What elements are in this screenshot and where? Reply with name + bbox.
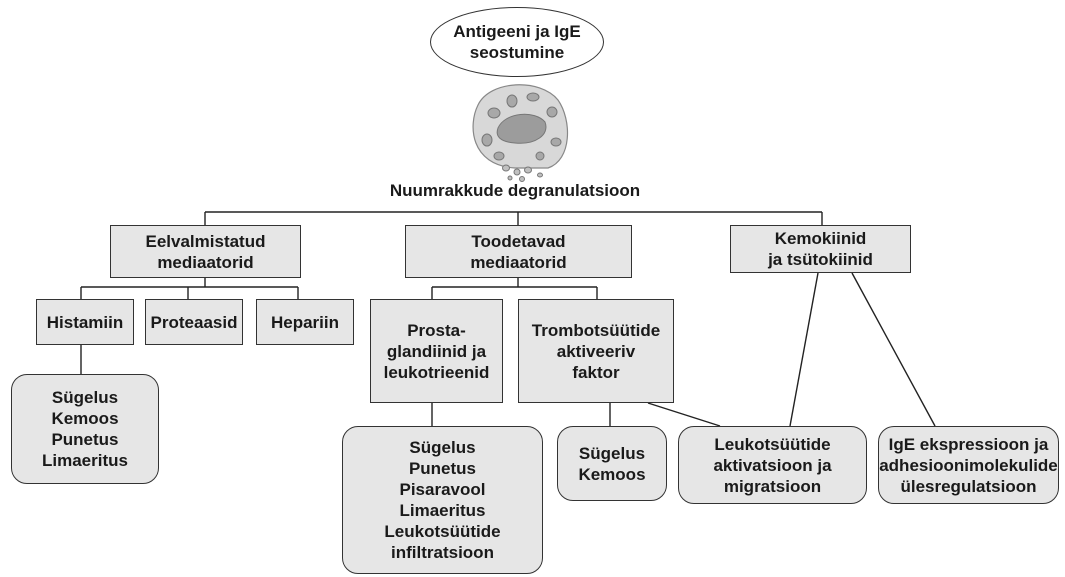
platelet-activating-factor-box: Trombotsüütide aktiveeriv faktor <box>518 299 674 403</box>
antigen-ige-binding-node: Antigeeni ja IgE seostumine <box>430 7 604 77</box>
histamine-effects-box: Sügelus Kemoos Punetus Limaeritus <box>11 374 159 484</box>
heparin-box: Hepariin <box>256 299 354 345</box>
proteases-box: Proteaasid <box>145 299 243 345</box>
prostaglandin-effects-box: Sügelus Punetus Pisaravool Limaeritus Le… <box>342 426 543 574</box>
prostaglandins-leukotrienes-box: Prosta- glandiinid ja leukotrieenid <box>370 299 503 403</box>
produced-mediators-box: Toodetavad mediaatorid <box>405 225 632 278</box>
histamine-box: Histamiin <box>36 299 134 345</box>
mast-cell-degranulation-caption: Nuumrakkude degranulatsioon <box>389 181 641 200</box>
ige-expression-box: IgE ekspressioon ja adhesioonimolekulide… <box>878 426 1059 504</box>
mast-cell-illustration <box>472 84 569 182</box>
leukocyte-activation-box: Leukotsüütide aktivatsioon ja migratsioo… <box>678 426 867 504</box>
chemokines-cytokines-box: Kemokiinid ja tsütokiinid <box>730 225 911 273</box>
paf-effects-box: Sügelus Kemoos <box>557 426 667 501</box>
preformed-mediators-box: Eelvalmistatud mediaatorid <box>110 225 301 278</box>
